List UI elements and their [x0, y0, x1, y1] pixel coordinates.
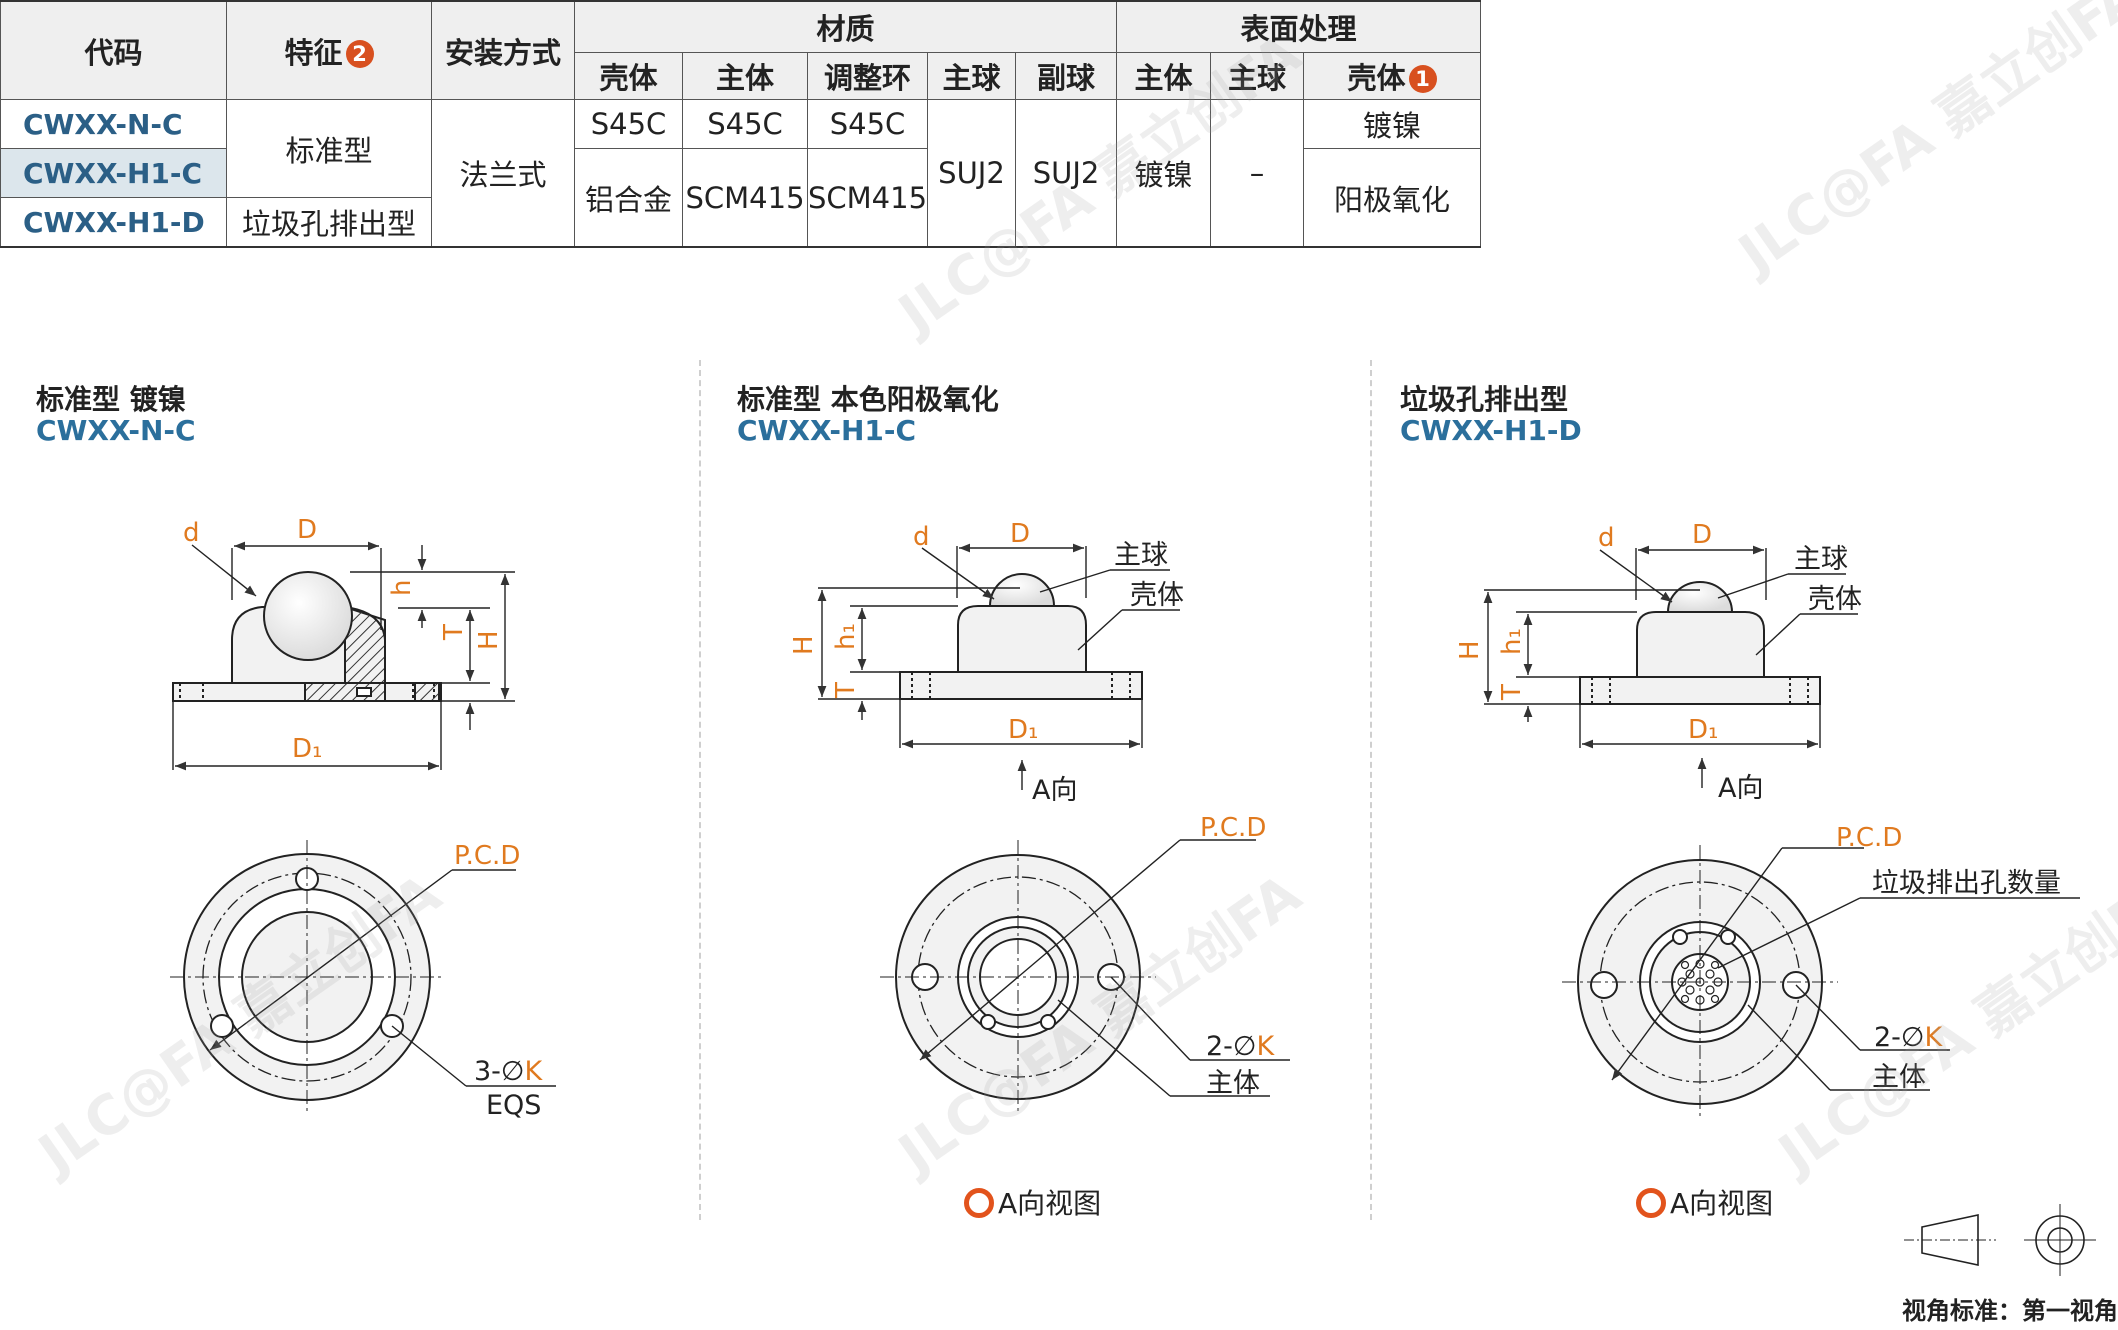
dim-label-H: H [474, 630, 504, 650]
holes-label: 2-∅ [1874, 1022, 1924, 1053]
holes-label: 2-∅ [1206, 1031, 1256, 1062]
side-view-2 [899, 573, 1143, 700]
table-cell-surf-ball: – [1210, 99, 1305, 248]
header-code: 代码 [0, 0, 227, 100]
note-badge: 2 [345, 39, 374, 68]
dim-label-D1: D₁ [1008, 715, 1038, 745]
section-title: 垃圾孔排出型 [1400, 383, 1569, 416]
table-cell-ring: SCM415 [807, 148, 928, 248]
header-main-ball: 主球 [927, 52, 1016, 100]
dim-label-D: D [1010, 519, 1030, 549]
table-cell-mount: 法兰式 [431, 99, 575, 248]
dim-label-pcd: P.C.D [1836, 823, 1902, 853]
side-view-1 [172, 571, 442, 702]
svg-text:2-∅K: 2-∅K [1874, 1022, 1943, 1053]
dim-label-K: K [1256, 1031, 1275, 1062]
view-marker-icon [1636, 1188, 1666, 1218]
dim-label-H: H [1455, 640, 1485, 660]
section-code: CWXX-N-C [36, 414, 196, 447]
dim-label-pcd: P.C.D [454, 841, 520, 871]
body-label: 主体 [1206, 1068, 1260, 1099]
dim-label-D1: D₁ [292, 734, 322, 764]
table-cell-feature: 标准型 [226, 99, 432, 198]
section-title: 标准型 镀镍 [36, 383, 186, 416]
dim-label-d: d [183, 518, 200, 548]
table-cell-feature: 垃圾孔排出型 [226, 197, 432, 248]
table-cell-sub-ball: SUJ2 [1014, 99, 1118, 248]
header-material: 材质 [573, 0, 1118, 53]
svg-text:2-∅K: 2-∅K [1206, 1031, 1275, 1062]
main-ball-label: 主球 [1114, 540, 1168, 571]
dim-label-T: T [439, 624, 469, 641]
dim-label-T: T [831, 682, 861, 699]
holes-label: 3-∅ [474, 1056, 524, 1087]
table-cell-surf-body: 镀镍 [1116, 99, 1212, 248]
section-title: 标准型 本色阳极氧化 [737, 383, 999, 416]
a-direction-label: A向 [1718, 773, 1763, 804]
side-view-3 [1579, 581, 1821, 705]
svg-text:3-∅K: 3-∅K [474, 1056, 543, 1087]
header-shell: 壳体 [574, 52, 683, 100]
shell-label: 壳体 [1808, 584, 1862, 615]
header-body: 主体 [682, 52, 808, 100]
table-cell-shell: S45C [574, 99, 683, 149]
table-cell-main-ball: SUJ2 [927, 99, 1016, 248]
view-label: A向视图 [1636, 1182, 1773, 1222]
header-sub-ball: 副球 [1014, 52, 1118, 100]
dim-label-d: d [1598, 523, 1615, 553]
table-cell-shell: 铝合金 [574, 148, 683, 248]
shell-label: 壳体 [1130, 580, 1184, 611]
dim-label-D: D [297, 515, 317, 545]
dim-label-K: K [524, 1056, 543, 1087]
dim-label-h1: h₁ [1497, 628, 1527, 655]
dim-label-D1: D₁ [1688, 715, 1718, 745]
header-surf-ball: 主球 [1210, 52, 1305, 100]
note-badge: 1 [1408, 65, 1437, 93]
view-marker-icon [964, 1188, 994, 1218]
dim-label-T: T [1497, 684, 1527, 701]
section-divider [1370, 360, 1372, 1220]
eqs-label: EQS [486, 1090, 541, 1121]
section-code: CWXX-H1-C [737, 414, 917, 447]
first-angle-projection-icon [1904, 1204, 2096, 1276]
debris-holes-label: 垃圾排出孔数量 [1872, 868, 2061, 899]
header-ring: 调整环 [807, 52, 928, 100]
bottom-view-3 [1562, 845, 1838, 1119]
projection-standard: 视角标准：第一视角 [1902, 1297, 2118, 1325]
table-cell-surf-shell: 镀镍 [1303, 99, 1482, 149]
dim-label-h1: h₁ [831, 623, 861, 650]
dim-label-h: h [387, 580, 417, 596]
section-code: CWXX-H1-D [1400, 414, 1582, 447]
table-cell-body: S45C [682, 99, 808, 149]
table-cell-code: CWXX-H1-C [0, 148, 227, 198]
view-label: A向视图 [964, 1182, 1101, 1222]
main-ball-label: 主球 [1794, 544, 1848, 575]
body-label: 主体 [1872, 1062, 1926, 1093]
dim-label-D: D [1692, 520, 1712, 550]
header-mount: 安装方式 [431, 0, 575, 100]
dim-label-pcd: P.C.D [1200, 813, 1266, 843]
dimensions-1 [172, 541, 515, 771]
dimensions-3 [1483, 545, 1858, 788]
dim-label-d: d [913, 522, 930, 552]
a-direction-label: A向 [1032, 775, 1077, 806]
section-divider [699, 360, 701, 1220]
header-surf-body: 主体 [1116, 52, 1212, 100]
dim-label-K: K [1924, 1022, 1943, 1053]
dimensions-2 [817, 543, 1180, 790]
table-cell-code: CWXX-N-C [0, 99, 227, 149]
dim-label-H: H [789, 635, 819, 655]
table-cell-body: SCM415 [682, 148, 808, 248]
table-cell-surf-shell: 阳极氧化 [1303, 148, 1482, 248]
table-cell-code: CWXX-H1-D [0, 197, 227, 248]
